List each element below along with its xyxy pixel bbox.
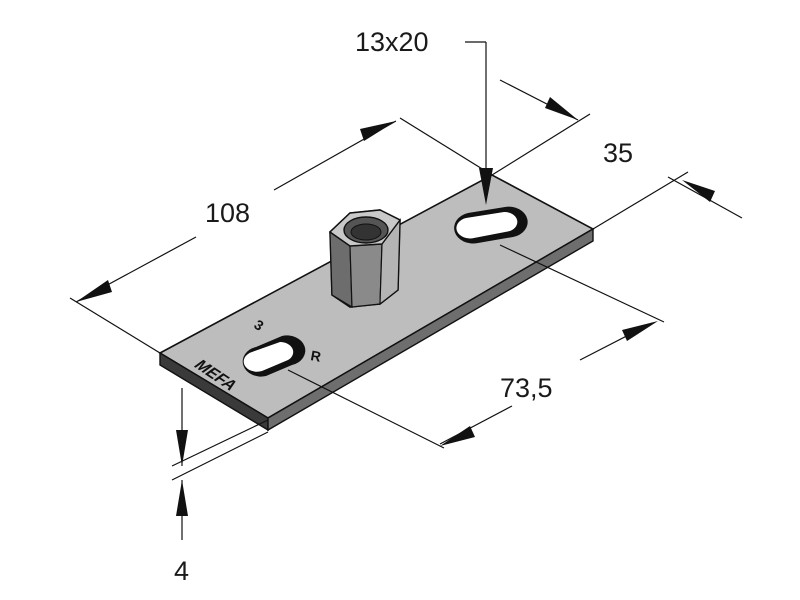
- width-label: 35: [603, 138, 633, 168]
- hole-spacing-label: 73,5: [500, 373, 553, 403]
- dimension-width: 35: [491, 79, 743, 230]
- arrowhead: [360, 121, 396, 141]
- slot-hole-rear: [454, 206, 528, 244]
- arrowhead: [76, 280, 112, 302]
- slot-size-label: 13x20: [355, 27, 429, 57]
- arrowhead: [545, 97, 578, 120]
- arrowhead: [176, 430, 188, 466]
- dimension-slot: 13x20: [355, 27, 493, 205]
- type-mark: R: [309, 347, 322, 365]
- slot-hole-front: [242, 335, 306, 377]
- arrowhead: [622, 321, 658, 341]
- length-label: 108: [205, 198, 250, 228]
- hex-nut: [328, 209, 402, 309]
- thickness-label: 4: [174, 556, 189, 586]
- plate-side-face: [267, 227, 594, 432]
- arrowhead: [479, 168, 493, 205]
- arrowhead: [176, 480, 188, 516]
- dimension-hole-spacing: 73,5: [287, 244, 665, 449]
- dimension-length: 108: [69, 117, 493, 354]
- arrowhead: [682, 180, 715, 202]
- arrowhead: [440, 426, 475, 446]
- dimension-thickness: 4: [171, 388, 269, 586]
